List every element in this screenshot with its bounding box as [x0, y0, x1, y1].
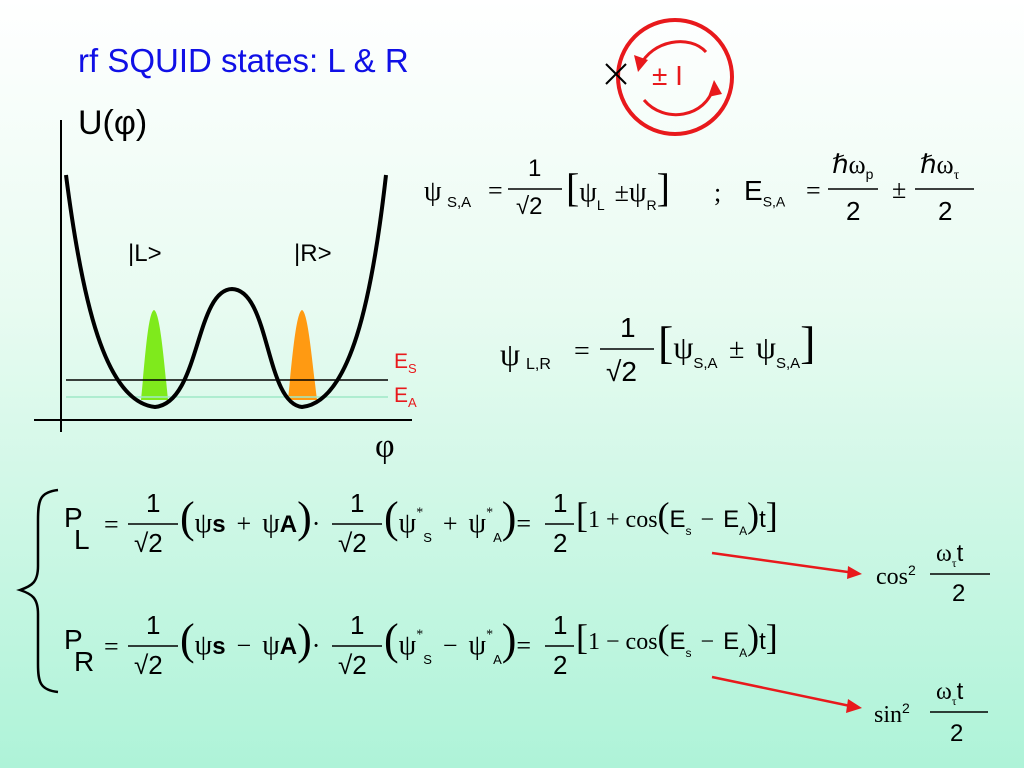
right-wave-packet	[288, 310, 317, 400]
eq4-paren-1: (ψs − ψA)·	[180, 615, 321, 664]
eq2-bracket: [ψS,A ± ψS,A]	[658, 317, 816, 373]
sin-squared: sin2	[874, 700, 910, 728]
eq3-paren-2: (ψ*S + ψ*A)=	[384, 493, 532, 545]
ket-left: |L>	[128, 240, 162, 267]
eq1-energy: ES,A	[744, 175, 786, 210]
left-wave-packet	[141, 310, 168, 400]
junction-cross-2	[605, 63, 627, 85]
arrow-head-upper	[634, 55, 648, 72]
double-well-curve	[64, 174, 388, 410]
phi-axis-label: φ	[375, 428, 395, 465]
level-es: ES	[394, 350, 417, 377]
eq1-bracket: [ψL ±ψR]	[566, 165, 670, 213]
eq4-p: P	[64, 624, 83, 655]
eq3-bracket: [1 + cos(Es − EA)t]	[576, 495, 778, 539]
eq3-p: P	[64, 502, 83, 533]
arrow-to-cos	[711, 551, 856, 575]
arrow-to-sin	[711, 675, 856, 709]
eq4-paren-2: (ψ*S − ψ*A)=	[384, 615, 532, 667]
potential-label: U(φ)	[78, 104, 148, 142]
current-label: ± I	[652, 60, 683, 91]
eq3-paren-1: (ψs + ψA)·	[180, 493, 321, 542]
eq2-psi: ψ	[500, 336, 521, 372]
eq4-bracket: [1 − cos(Es − EA)t]	[576, 617, 778, 661]
ket-right: |R>	[294, 240, 332, 267]
level-ea: EA	[394, 384, 417, 411]
cos-squared: cos2	[876, 562, 916, 590]
arrow-head-lower	[708, 80, 722, 97]
eq1-psi: ψ	[424, 176, 442, 207]
slide-title: rf SQUID states: L & R	[78, 42, 409, 79]
system-brace	[16, 488, 59, 694]
